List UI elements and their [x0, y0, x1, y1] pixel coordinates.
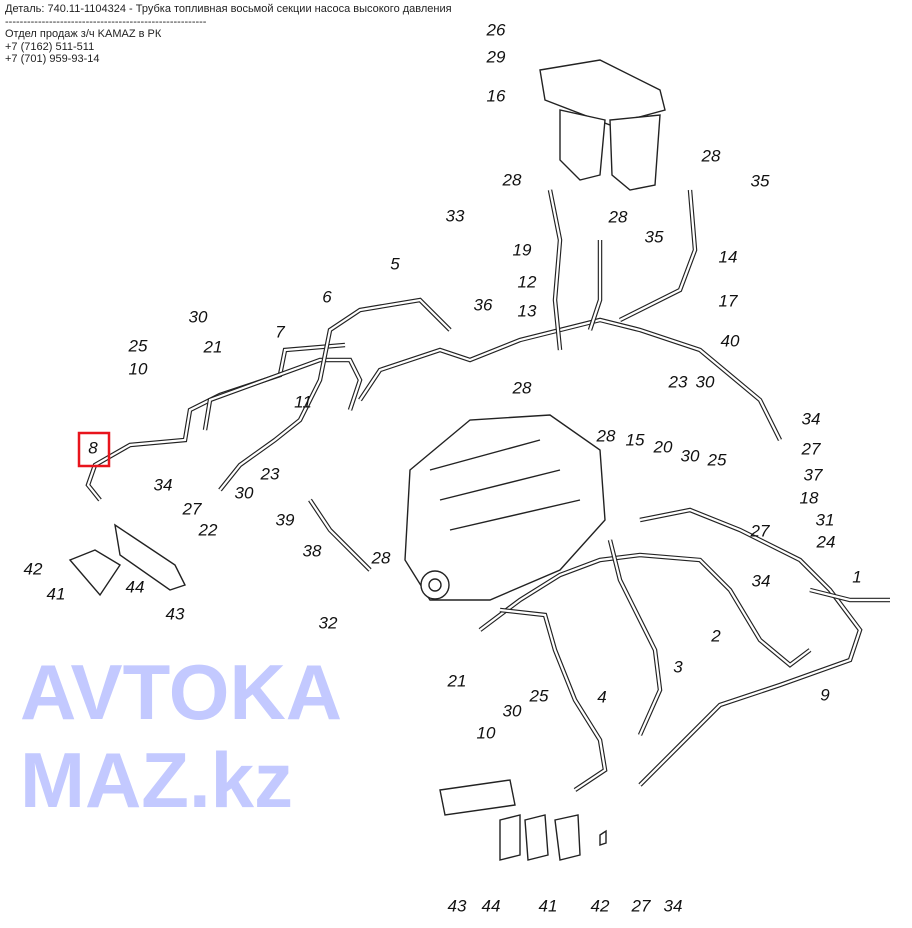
- callout-36: 36: [474, 295, 493, 314]
- callout-34: 34: [664, 896, 683, 915]
- callout-35: 35: [645, 227, 664, 246]
- header-info: Деталь: 740.11-1104324 - Трубка топливна…: [5, 3, 452, 66]
- high-pressure-pump: [404, 414, 606, 601]
- callout-14: 14: [719, 247, 738, 266]
- callout-10: 10: [477, 723, 496, 742]
- callout-28: 28: [371, 548, 391, 567]
- callout-43: 43: [166, 604, 185, 623]
- callout-26: 26: [486, 20, 506, 39]
- callout-42: 42: [591, 896, 610, 915]
- separator: ----------------------------------------…: [5, 15, 207, 28]
- callout-27: 27: [631, 896, 651, 915]
- callout-41: 41: [47, 584, 66, 603]
- callout-30: 30: [696, 372, 715, 391]
- callout-25: 25: [707, 450, 727, 469]
- callout-23: 23: [260, 464, 280, 483]
- callout-6: 6: [322, 287, 332, 306]
- injectors: [68, 523, 607, 861]
- callout-16: 16: [487, 86, 506, 105]
- callout-15: 15: [626, 430, 645, 449]
- callout-17: 17: [719, 291, 738, 310]
- callout-30: 30: [189, 307, 208, 326]
- callout-28: 28: [701, 146, 721, 165]
- highlight-box: [77, 431, 111, 468]
- callout-18: 18: [800, 488, 819, 507]
- callout-9: 9: [820, 685, 830, 704]
- callout-23: 23: [668, 372, 688, 391]
- callout-21: 21: [447, 671, 467, 690]
- callout-30: 30: [503, 701, 522, 720]
- callout-21: 21: [203, 337, 223, 356]
- callout-8: 8: [88, 438, 98, 457]
- callout-30: 30: [235, 483, 254, 502]
- callout-27: 27: [801, 439, 821, 458]
- callout-24: 24: [816, 532, 836, 551]
- callout-1: 1: [852, 567, 861, 586]
- callout-28: 28: [512, 378, 532, 397]
- callout-13: 13: [518, 301, 537, 320]
- callout-44: 44: [482, 896, 501, 915]
- callout-25: 25: [529, 686, 549, 705]
- fuel-pipes: [85, 189, 890, 792]
- callout-2: 2: [710, 626, 721, 645]
- callout-32: 32: [319, 613, 338, 632]
- phone-1: +7 (7162) 511-511: [5, 40, 95, 53]
- phone-2: +7 (701) 959-93-14: [5, 53, 100, 65]
- callout-12: 12: [518, 272, 537, 291]
- callout-11: 11: [294, 392, 312, 411]
- callout-4: 4: [597, 687, 606, 706]
- callout-44: 44: [126, 577, 145, 596]
- callout-28: 28: [502, 170, 522, 189]
- callout-33: 33: [446, 206, 465, 225]
- callout-22: 22: [198, 520, 218, 539]
- callout-31: 31: [816, 510, 835, 529]
- callout-38: 38: [303, 541, 322, 560]
- callout-7: 7: [275, 322, 285, 341]
- detail-title: Деталь: 740.11-1104324 - Трубка топливна…: [5, 3, 452, 15]
- callout-34: 34: [802, 409, 821, 428]
- callout-27: 27: [182, 499, 202, 518]
- callout-3: 3: [673, 657, 683, 676]
- sales-department: Отдел продаж з/ч KAMAZ в РК: [5, 28, 162, 40]
- callout-39: 39: [276, 510, 295, 529]
- callout-30: 30: [681, 446, 700, 465]
- callout-28: 28: [596, 426, 616, 445]
- callout-34: 34: [752, 571, 771, 590]
- callout-25: 25: [128, 336, 148, 355]
- callout-35: 35: [751, 171, 770, 190]
- callout-10: 10: [129, 359, 148, 378]
- callout-43: 43: [448, 896, 467, 915]
- callout-27: 27: [750, 521, 770, 540]
- callout-41: 41: [539, 896, 558, 915]
- callout-5: 5: [390, 254, 400, 273]
- callout-29: 29: [486, 47, 506, 66]
- callout-20: 20: [653, 437, 673, 456]
- watermark: AVTOKAMAZ.kz: [20, 648, 343, 824]
- callout-40: 40: [721, 331, 740, 350]
- callout-28: 28: [608, 207, 628, 226]
- callout-37: 37: [804, 465, 823, 484]
- callout-34: 34: [154, 475, 173, 494]
- callout-19: 19: [513, 240, 532, 259]
- callout-42: 42: [24, 559, 43, 578]
- fuel-filter: [539, 59, 666, 191]
